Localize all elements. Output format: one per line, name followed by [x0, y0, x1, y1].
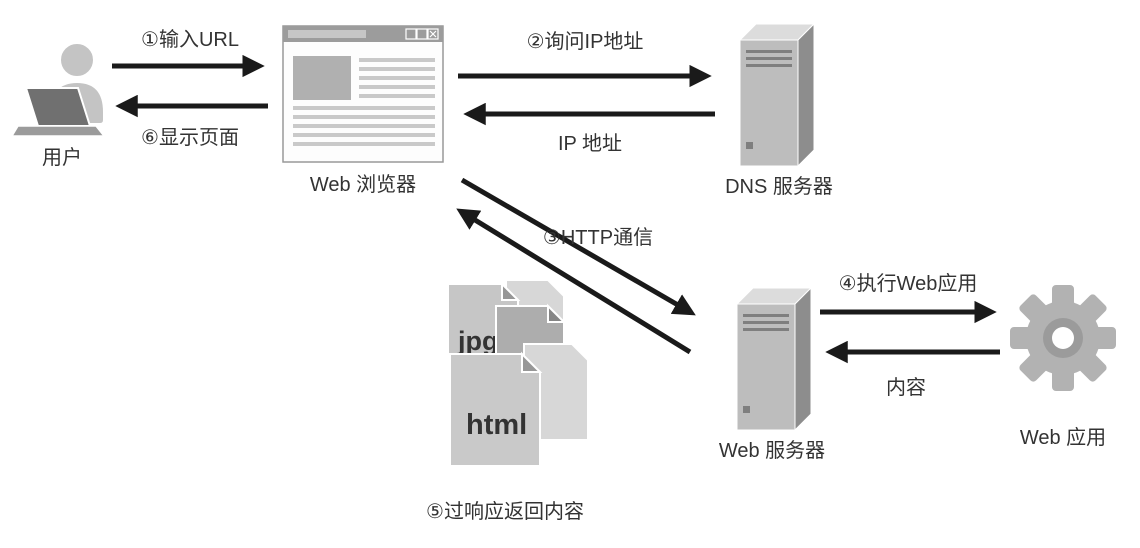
file-html: html — [449, 351, 543, 467]
laptop-icon — [24, 87, 92, 127]
step3-response-arrow — [456, 208, 692, 355]
step3-label: ③HTTP通信 — [543, 226, 653, 249]
step6-label: ⑥显示页面 — [141, 127, 239, 149]
file-html-label: html — [466, 409, 527, 441]
web-app-gear-icon: Web 应用 — [1008, 283, 1118, 449]
web-app-label: Web 应用 — [1020, 426, 1106, 449]
content-response-label: 内容 — [886, 376, 926, 399]
browser-window: Web 浏览器 — [282, 25, 444, 196]
step2-label: ②询问IP地址 — [527, 30, 644, 53]
dns-server-icon: DNS 服务器 — [725, 22, 833, 198]
web-server-icon: Web 服务器 — [719, 286, 825, 462]
step4-label: ④执行Web应用 — [839, 272, 978, 295]
close-icon — [427, 28, 439, 40]
close-icon-x2 — [429, 30, 437, 38]
web-server-label: Web 服务器 — [719, 439, 825, 462]
browser-content-image — [293, 56, 351, 100]
laptop-base — [10, 125, 106, 137]
browser-label: Web 浏览器 — [310, 173, 416, 196]
minimize-icon — [405, 28, 417, 40]
file-jpg-label: jpg — [457, 326, 499, 356]
user-label: 用户 — [42, 146, 82, 169]
web-server-side — [794, 286, 812, 432]
dns-side — [797, 22, 815, 168]
browser-content-lines — [293, 58, 435, 146]
maximize-icon — [416, 28, 428, 40]
step1-label: ①输入URL — [141, 28, 239, 51]
ip-response-label: IP 地址 — [558, 132, 622, 155]
step5-label: ⑤过响应返回内容 — [426, 500, 584, 523]
browser-title-area — [288, 30, 366, 38]
file-stack: jpg css html — [447, 279, 589, 467]
dns-vents — [746, 50, 792, 149]
person-icon — [59, 42, 95, 78]
dns-server-label: DNS 服务器 — [725, 175, 833, 198]
web-server-vents — [743, 314, 789, 413]
user-figure: 用户 — [10, 42, 106, 169]
step3-request-arrow — [460, 177, 696, 316]
